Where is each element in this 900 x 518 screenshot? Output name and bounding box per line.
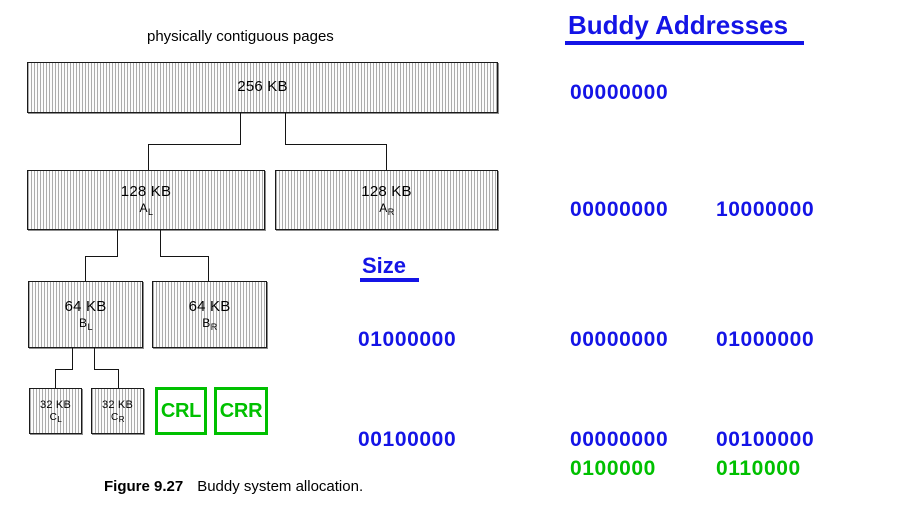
block-size-label: 32 KB (102, 398, 133, 411)
memory-block-128kb-al[interactable]: 128 KB AL (27, 170, 265, 230)
buddy-address-row4-right: 00100000 (716, 428, 815, 451)
block-tag-label: CR (110, 412, 125, 425)
block-size-label: 32 KB (40, 398, 71, 411)
memory-block-64kb-bl[interactable]: 64 KB BL (28, 281, 143, 348)
block-tag-label: AR (379, 201, 395, 218)
connector-root-right-stub (285, 113, 286, 145)
figure-caption-text: Buddy system allocation. (197, 478, 364, 495)
block-size-label: 128 KB (361, 183, 412, 201)
connector-root-right-drop (386, 144, 387, 170)
connector-bl-right-stub (94, 348, 95, 370)
connector-al-left-stub (117, 230, 118, 257)
block-size-label: 64 KB (188, 297, 231, 315)
memory-block-64kb-br[interactable]: 64 KB BR (152, 281, 267, 348)
allocation-box-label: CRR (219, 399, 263, 422)
size-value-32kb: 00100000 (358, 428, 457, 451)
buddy-address-row3-left: 00000000 (570, 328, 669, 351)
size-value-64kb: 01000000 (358, 328, 457, 351)
memory-block-256kb[interactable]: 256 KB (27, 62, 498, 113)
buddy-address-row2-left: 00000000 (570, 198, 669, 221)
allocation-box-crl[interactable]: CRL (155, 387, 207, 435)
connector-root-left-arm (148, 144, 241, 145)
block-tag-label: BR (202, 315, 218, 332)
connector-bl-right-drop (118, 369, 119, 388)
memory-block-128kb-ar[interactable]: 128 KB AR (275, 170, 498, 230)
size-column-heading: Size (362, 253, 407, 278)
buddy-address-row1-left: 00000000 (570, 81, 669, 104)
buddy-address-row2-right: 10000000 (716, 198, 815, 221)
connector-al-right-drop (208, 256, 209, 281)
block-size-label: 128 KB (120, 183, 172, 201)
connector-bl-left-stub (72, 348, 73, 370)
allocation-box-label: CRL (160, 399, 202, 422)
connector-bl-right-arm (94, 369, 119, 370)
buddy-address-row3-right: 01000000 (716, 328, 815, 351)
block-tag-label: CL (49, 412, 62, 425)
block-size-label: 256 KB (237, 78, 288, 96)
memory-block-32kb-cr[interactable]: 32 KB CR (91, 388, 144, 434)
block-tag-label: AL (139, 201, 154, 218)
connector-al-left-arm (85, 256, 118, 257)
connector-al-left-drop (85, 256, 86, 281)
allocation-box-crr[interactable]: CRR (214, 387, 268, 435)
figure-number: Figure 9.27 (104, 478, 184, 495)
connector-bl-left-drop (55, 369, 56, 388)
connector-root-right-arm (285, 144, 387, 145)
size-heading-underline (360, 278, 419, 282)
connector-bl-left-arm (55, 369, 73, 370)
buddy-addresses-heading-underline (565, 41, 804, 45)
buddy-address-row4-left: 00000000 (570, 428, 669, 451)
block-size-label: 64 KB (64, 297, 107, 315)
buddy-address-row5-right-green: 0110000 (716, 457, 801, 480)
memory-block-32kb-cl[interactable]: 32 KB CL (29, 388, 82, 434)
physically-contiguous-pages-label: physically contiguous pages (147, 28, 334, 45)
connector-al-right-stub (160, 230, 161, 257)
connector-al-right-arm (160, 256, 209, 257)
block-tag-label: BL (78, 315, 93, 332)
figure-caption: Figure 9.27 Buddy system allocation. (104, 478, 363, 495)
buddy-address-row5-left-green: 0100000 (570, 457, 656, 480)
connector-root-left-drop (148, 144, 149, 170)
buddy-addresses-heading: Buddy Addresses (568, 10, 789, 40)
connector-root-left-stub (240, 113, 241, 145)
